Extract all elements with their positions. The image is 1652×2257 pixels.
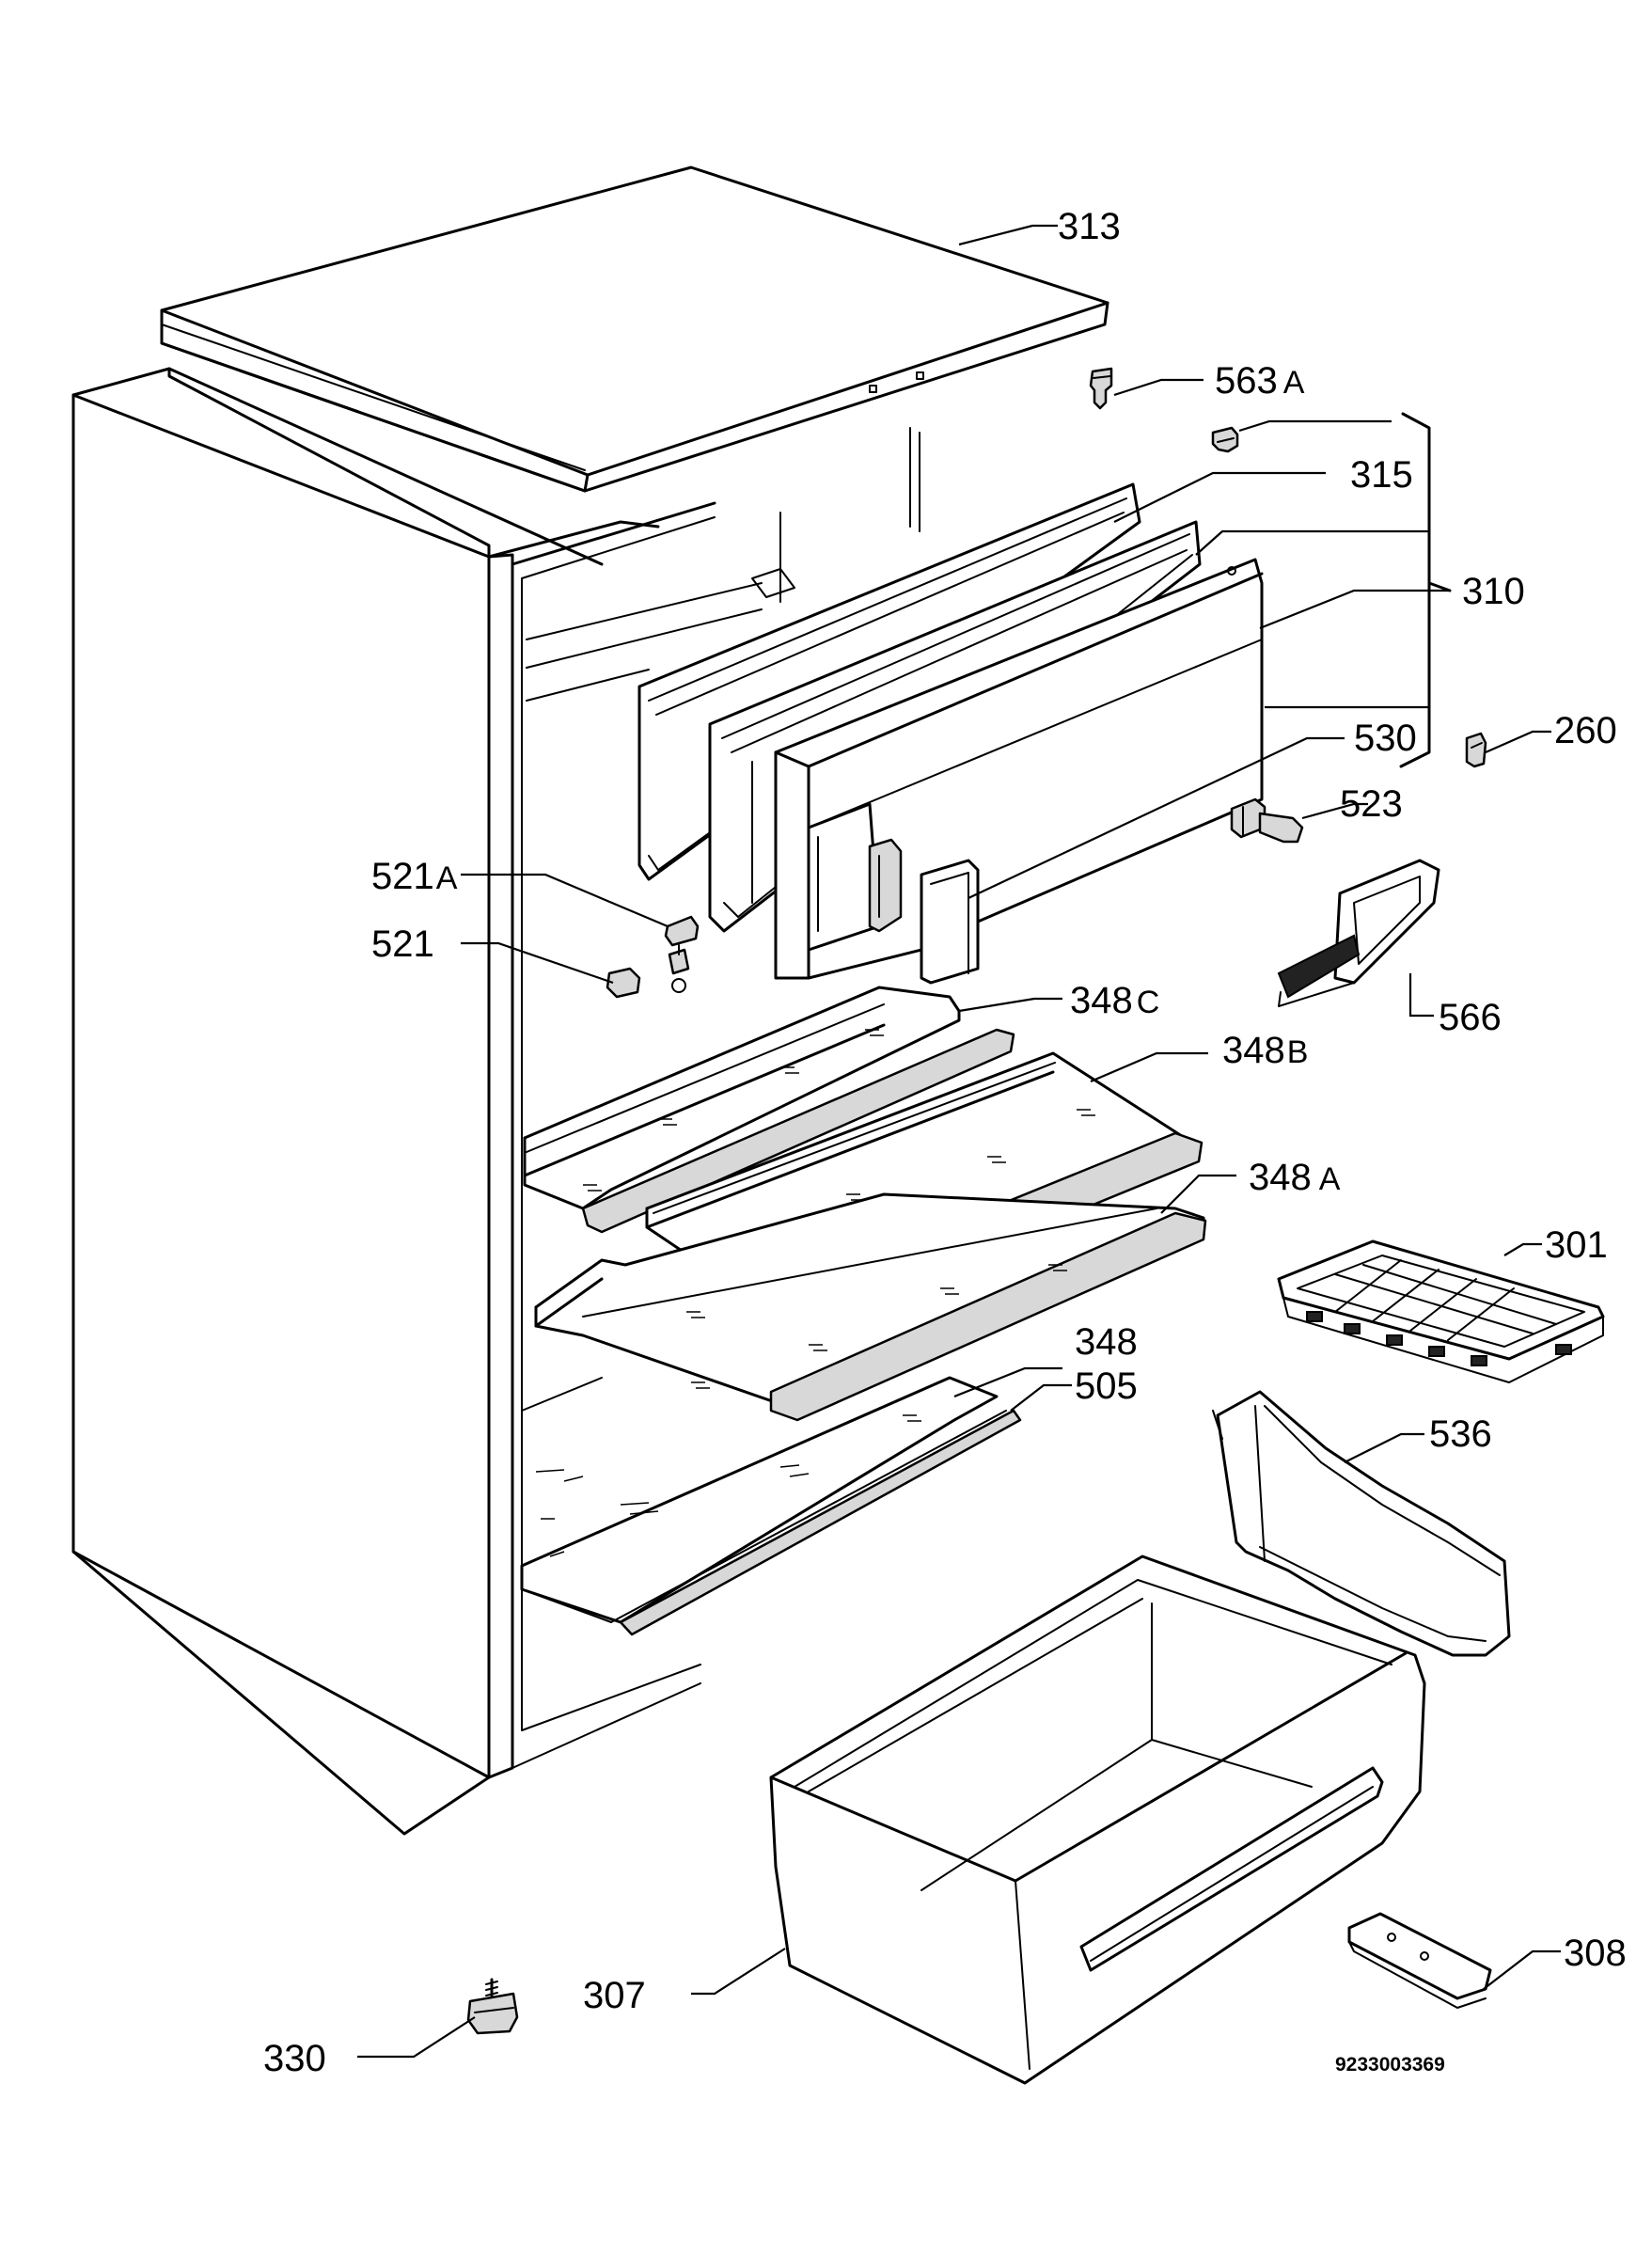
ice-scraper-566	[1277, 859, 1440, 1007]
label-530: 530	[1354, 718, 1417, 759]
drawing-number: 9233003369	[1335, 2054, 1445, 2075]
crisper-drawer	[769, 1555, 1426, 2085]
ice-cube-tray	[1277, 1239, 1605, 1383]
bottle-guard	[1212, 1390, 1511, 1657]
cabinet-body	[71, 367, 920, 1836]
label-521a: 521A	[371, 856, 458, 897]
label-301: 301	[1545, 1224, 1608, 1266]
part-521	[606, 967, 641, 999]
bracket-308	[1347, 1912, 1492, 2009]
leader-lines	[357, 224, 1561, 2059]
label-310: 310	[1462, 571, 1525, 612]
shelf-348a	[534, 1192, 1207, 1422]
label-330: 330	[263, 2038, 326, 2079]
front-strip-505	[619, 1409, 1022, 1636]
shelf-348c	[523, 986, 1015, 1234]
label-523: 523	[1340, 783, 1403, 825]
hinge-pin-523	[1230, 797, 1304, 844]
label-566: 566	[1439, 997, 1502, 1038]
adjustable-foot-330	[466, 1978, 519, 2035]
label-521: 521	[371, 923, 434, 965]
label-536: 536	[1429, 1413, 1492, 1455]
screw-563a	[1089, 367, 1239, 453]
part-521a	[664, 915, 700, 993]
label-348: 348	[1075, 1321, 1138, 1363]
label-505: 505	[1075, 1365, 1138, 1407]
glass-shelf-348	[520, 1376, 1007, 1624]
label-313: 313	[1058, 206, 1121, 247]
label-307: 307	[583, 1975, 646, 2016]
top-cover	[160, 166, 1109, 493]
freezer-door-assembly	[637, 482, 1264, 985]
group-bracket-310	[1399, 412, 1452, 768]
clip-260	[1465, 732, 1487, 768]
label-260: 260	[1554, 710, 1617, 751]
label-315: 315	[1350, 454, 1413, 496]
label-348b: 348B	[1222, 1030, 1308, 1071]
label-308: 308	[1564, 1933, 1627, 1974]
